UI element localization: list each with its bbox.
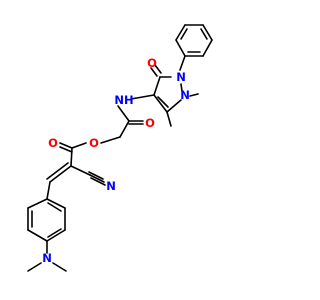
atom-pyrazole-nitrogen-2: N — [180, 88, 190, 102]
pyrazolone-ring — [130, 55, 199, 127]
atom-ketone-oxygen: O — [147, 56, 157, 70]
structure-diagram: O N N NH O O O N N — [27, 24, 213, 272]
atom-pyrazole-nitrogen-1: N — [176, 70, 186, 84]
atom-amide-nitrogen: NH — [114, 93, 133, 107]
atom-dimethylamino-nitrogen: N — [42, 251, 52, 265]
atom-ester-carbonyl-oxygen: O — [48, 136, 58, 150]
atom-amide-oxygen: O — [145, 116, 155, 130]
aminophenyl-ring — [27, 198, 67, 272]
molecule-canvas: O N N NH O O O N N — [27, 24, 213, 272]
atom-ester-bridge-oxygen: O — [89, 136, 99, 150]
amide-linker — [100, 105, 144, 144]
ester-group — [59, 142, 87, 167]
atom-nitrile-nitrogen: N — [106, 179, 116, 193]
cyano-acrylate — [46, 162, 106, 200]
phenyl-ring — [175, 24, 213, 57]
